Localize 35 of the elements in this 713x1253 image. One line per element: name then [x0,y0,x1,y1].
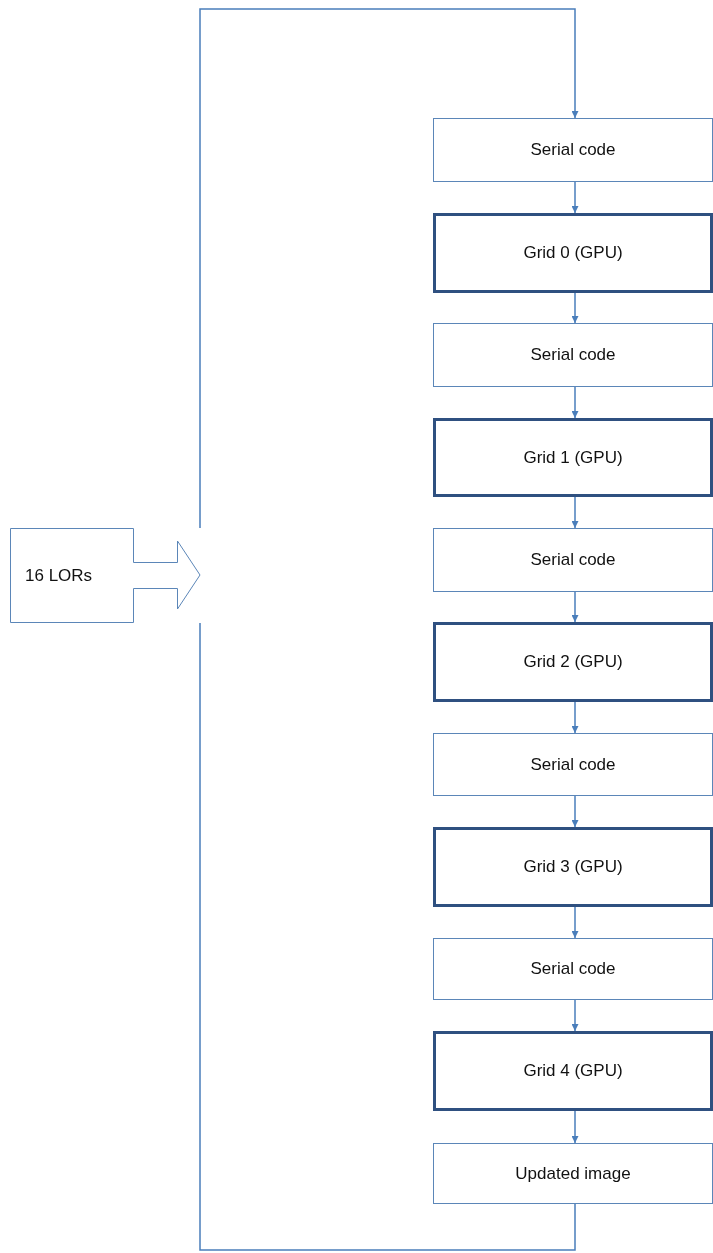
block-arrow [10,528,201,623]
gpu-grid-box [433,1031,713,1111]
node-label: Serial code [530,140,616,160]
arrow [571,181,579,214]
node-label: Grid 2 (GPU) [523,652,623,672]
node-label: Grid 0 (GPU) [523,243,623,263]
arrow [571,496,579,529]
arrow [571,906,579,939]
arrow [571,701,579,734]
process-box [433,733,713,796]
node-label: Updated image [515,1163,631,1184]
node-label: Serial code [530,550,616,570]
process-box [433,528,713,592]
node-label: Grid 3 (GPU) [523,857,623,877]
node-label: Serial code [530,345,616,365]
gpu-grid-box [433,827,713,907]
node-label: Serial code [530,959,616,979]
process-box [433,1143,713,1204]
node-label: Grid 1 (GPU) [523,447,623,468]
loop-arrow [199,8,579,1251]
arrow [571,591,579,623]
arrow [571,795,579,828]
arrow [571,1110,579,1144]
node-label: Serial code [530,754,616,775]
arrow [571,292,579,324]
gpu-grid-box [433,418,713,497]
arrow [571,999,579,1032]
process-box [433,938,713,1000]
gpu-grid-box [433,622,713,702]
gpu-grid-box [433,213,713,293]
arrow [571,386,579,419]
process-box [433,118,713,182]
node-label: Grid 4 (GPU) [523,1061,623,1081]
node-label: 16 LORs [25,565,93,586]
process-box [433,323,713,387]
